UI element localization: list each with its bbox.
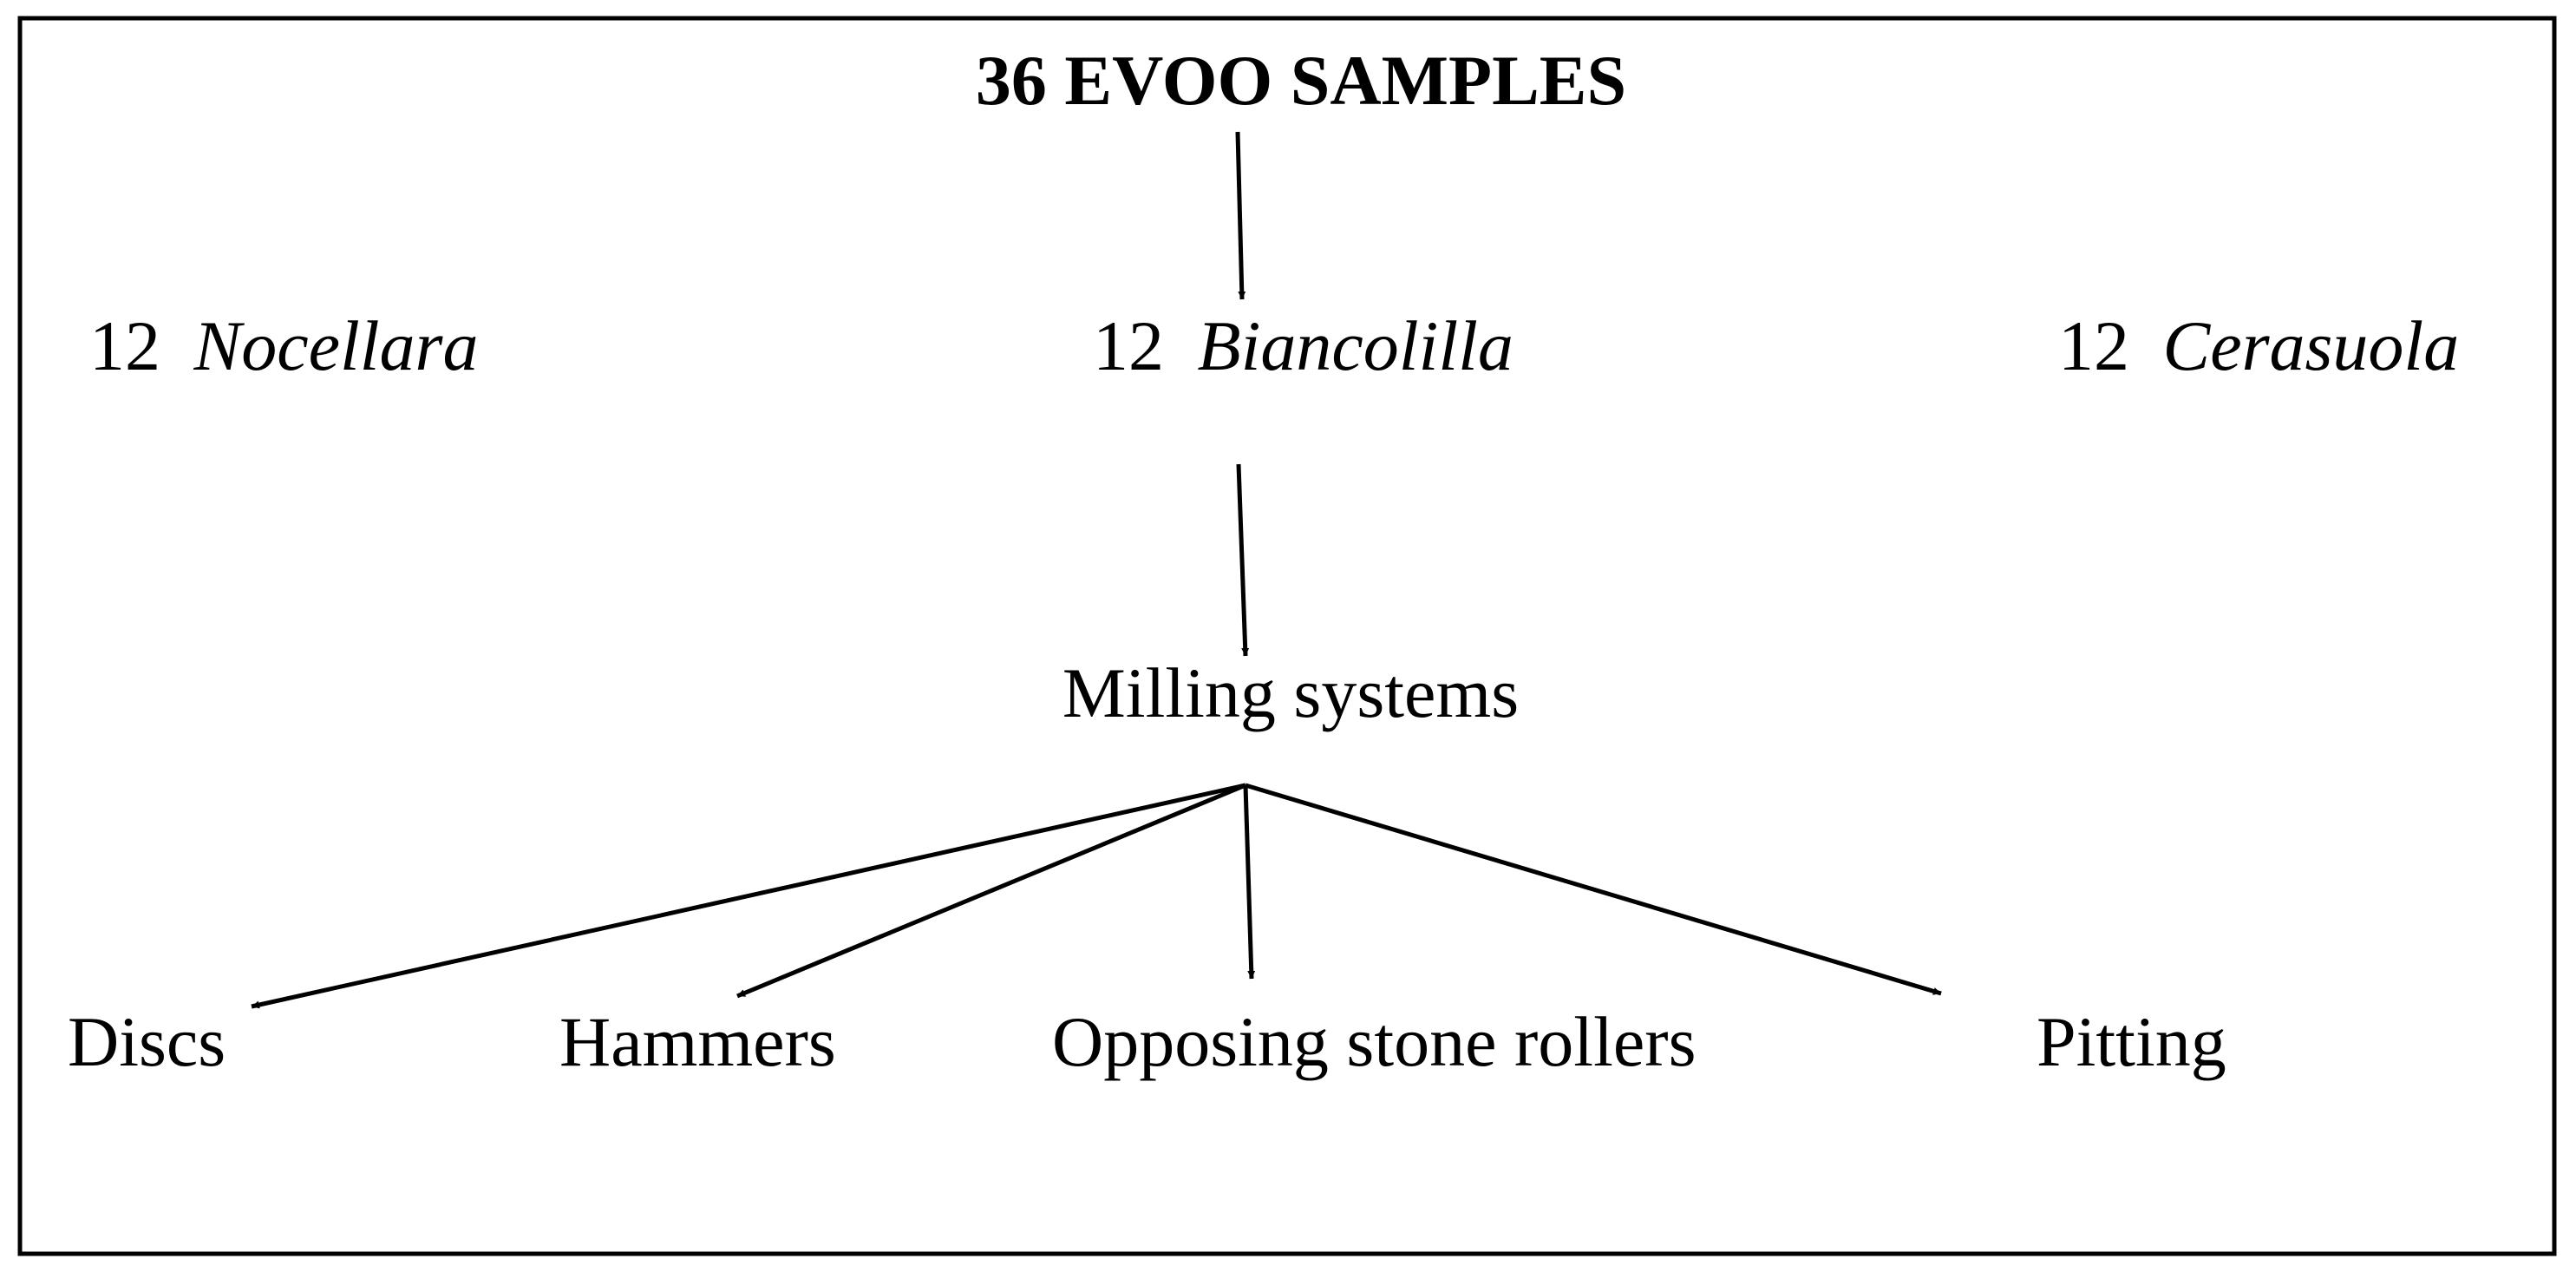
arrow-milling-to-discs: [251, 783, 1246, 1009]
milling-systems-label: Milling systems: [1062, 653, 1519, 732]
variety-cerasuola-name: Cerasuola: [2163, 306, 2460, 385]
variety-cerasuola: 12 Cerasuola: [2058, 306, 2459, 385]
variety-nocellara-name: Nocellara: [193, 306, 479, 385]
variety-biancolilla-name: Biancolilla: [1198, 306, 1514, 385]
arrow-milling-to-opposing-stone-rollers: [1243, 784, 1256, 980]
diagram-border: [17, 16, 2557, 1256]
arrow-milling-to-pitting: [1245, 783, 1942, 996]
arrow-biancolilla-to-milling: [1236, 463, 1250, 657]
variety-biancolilla-count: 12: [1093, 306, 1164, 385]
arrow-samples-to-biancolilla: [1235, 131, 1246, 300]
variety-nocellara-count: 12: [89, 306, 160, 385]
arrow-milling-to-hammers: [736, 783, 1246, 999]
diagram-title: 36 EVOO SAMPLES: [976, 41, 1626, 120]
variety-biancolilla: 12 Biancolilla: [1093, 306, 1514, 385]
milling-option-opposing-stone-rollers: Opposing stone rollers: [1052, 1002, 1696, 1081]
milling-option-discs: Discs: [68, 1002, 226, 1081]
milling-option-hammers: Hammers: [559, 1002, 836, 1081]
variety-cerasuola-count: 12: [2058, 306, 2129, 385]
milling-option-pitting: Pitting: [2037, 1002, 2226, 1081]
variety-nocellara: 12 Nocellara: [89, 306, 478, 385]
